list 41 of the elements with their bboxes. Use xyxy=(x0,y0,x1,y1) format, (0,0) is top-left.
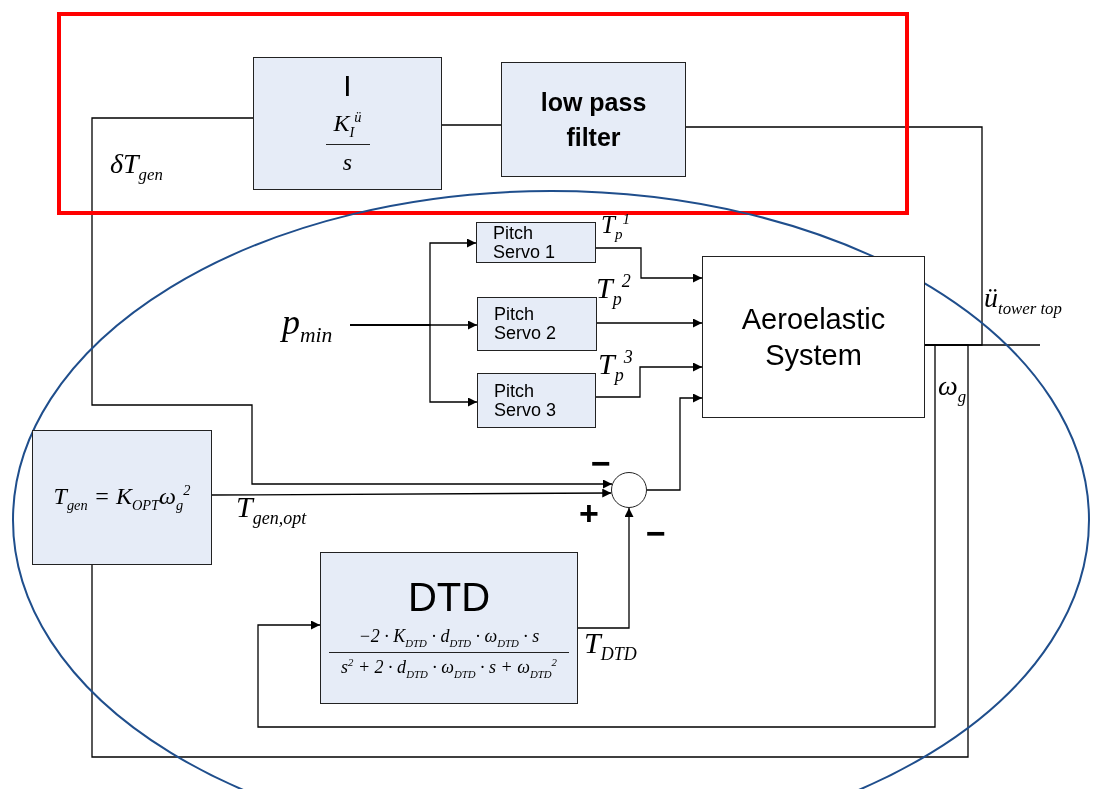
signal-line xyxy=(441,124,502,126)
edge-label: T$_{gen,opt}$ xyxy=(236,492,307,527)
servo-block xyxy=(477,297,597,351)
arrow xyxy=(91,117,613,489)
sign-label: + xyxy=(579,496,599,530)
formula-numerator: −2 · K$_{DTD}$ · d$_{DTD}$ · ω$_{DTD}$ · s xyxy=(357,625,541,650)
transfer-function-block xyxy=(320,552,578,704)
arrow xyxy=(595,362,703,398)
block-label: Aeroelastic System xyxy=(740,301,887,373)
block-label: Pitch Servo 2 xyxy=(494,305,558,343)
arrow xyxy=(646,393,703,491)
arrow xyxy=(257,344,936,728)
arrow xyxy=(349,324,478,407)
block-label: Pitch Servo 3 xyxy=(494,381,558,420)
signal-line xyxy=(924,344,1041,346)
arrow xyxy=(596,318,703,328)
servo-block xyxy=(477,373,596,428)
formula-text: p$_{min}$ xyxy=(282,301,333,349)
sign-label: − xyxy=(646,516,666,550)
block-label: Pitch Servo 1 xyxy=(493,223,557,262)
arrow xyxy=(211,488,612,498)
arrow xyxy=(577,507,634,629)
edge-label: δT$_{gen}$ xyxy=(110,150,163,184)
highlight-frame xyxy=(57,12,909,215)
edge-label: ω$_{g}$ xyxy=(938,372,967,406)
arrow xyxy=(595,247,703,283)
formula-denominator: s xyxy=(341,147,354,177)
signal-line xyxy=(685,126,983,346)
signal-line xyxy=(91,344,969,758)
sign-label: − xyxy=(591,446,611,480)
transfer-function-block xyxy=(253,57,442,190)
ellipse-outline xyxy=(12,190,1090,789)
edge-label: T$_{DTD}$ xyxy=(584,628,637,663)
summing-junction xyxy=(611,472,647,508)
edge-label: ü$_{tower top}$ xyxy=(984,284,1062,318)
block-title: I xyxy=(343,69,352,103)
equation-block xyxy=(32,430,212,565)
block-label: low pass filter xyxy=(539,86,648,153)
block-title: DTD xyxy=(407,575,491,620)
filter-block xyxy=(501,62,686,177)
servo-block xyxy=(476,222,596,263)
